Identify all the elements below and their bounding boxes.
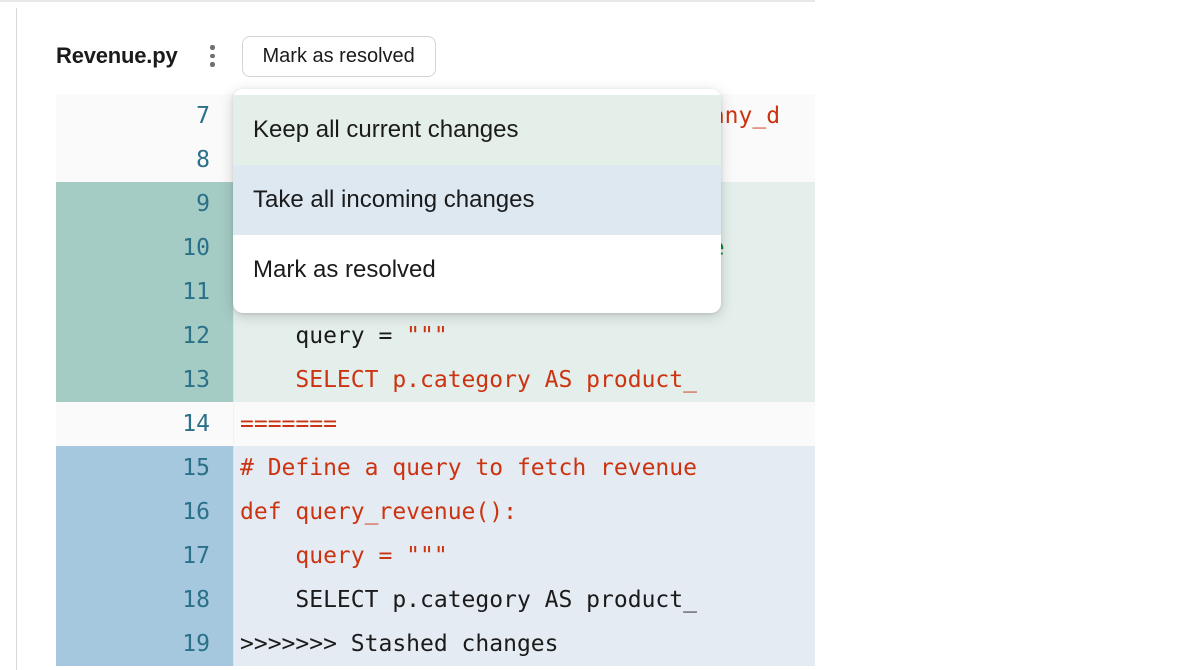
- line-number: 19: [56, 622, 233, 666]
- code-token: """: [406, 323, 448, 349]
- code-line-text[interactable]: query = """: [233, 314, 815, 358]
- menu-item-keep[interactable]: Keep all current changes: [233, 95, 721, 165]
- code-line-row[interactable]: 19 >>>>>>> Stashed changes: [56, 622, 815, 666]
- code-token: any_d: [710, 103, 781, 129]
- code-token: query = """: [240, 543, 448, 569]
- line-number: 12: [56, 314, 233, 358]
- code-line-row[interactable]: 13 SELECT p.category AS product_: [56, 358, 815, 402]
- code-token: SELECT p.category AS product_: [240, 367, 697, 393]
- menu-item-resolve[interactable]: Mark as resolved: [233, 235, 721, 305]
- code-token: query =: [240, 323, 407, 349]
- line-number: 15: [56, 446, 233, 490]
- line-number: 17: [56, 534, 233, 578]
- line-number: 16: [56, 490, 233, 534]
- line-number: 10: [56, 226, 233, 270]
- line-number: 14: [56, 402, 233, 446]
- code-token: SELECT p.category AS product_: [240, 587, 697, 613]
- code-line-row[interactable]: 17 query = """: [56, 534, 815, 578]
- code-line-text[interactable]: SELECT p.category AS product_: [233, 578, 815, 622]
- empty-right-area: [815, 0, 1200, 670]
- code-line-row[interactable]: 16 def query_revenue():: [56, 490, 815, 534]
- code-token: # Define a query to fetch revenue: [240, 455, 697, 481]
- code-token: >>>>>>> Stashed changes: [240, 631, 559, 657]
- line-number: 8: [56, 138, 233, 182]
- code-line-text[interactable]: def query_revenue():: [233, 490, 815, 534]
- code-token: =======: [240, 411, 337, 437]
- code-token: def query_revenue():: [240, 499, 517, 525]
- kebab-dot-3: [210, 62, 215, 67]
- line-number: 9: [56, 182, 233, 226]
- line-number: 11: [56, 270, 233, 314]
- kebab-dot-2: [210, 53, 215, 59]
- code-line-text[interactable]: >>>>>>> Stashed changes: [233, 622, 815, 666]
- file-name-label: Revenue.py: [56, 43, 178, 68]
- line-number: 18: [56, 578, 233, 622]
- file-header: Revenue.py Mark as resolved: [56, 34, 436, 78]
- kebab-dot-1: [210, 45, 215, 50]
- menu-item-take[interactable]: Take all incoming changes: [233, 165, 721, 235]
- panel-left-divider: [16, 8, 17, 670]
- line-number: 13: [56, 358, 233, 402]
- kebab-vertical-icon[interactable]: [196, 39, 230, 73]
- mark-as-resolved-button[interactable]: Mark as resolved: [241, 35, 436, 77]
- code-line-text[interactable]: query = """: [233, 534, 815, 578]
- code-line-text[interactable]: # Define a query to fetch revenue: [233, 446, 815, 490]
- code-line-text[interactable]: SELECT p.category AS product_: [233, 358, 815, 402]
- code-line-row[interactable]: 12 query = """: [56, 314, 815, 358]
- code-line-row[interactable]: 18 SELECT p.category AS product_: [56, 578, 815, 622]
- code-line-row[interactable]: 15 # Define a query to fetch revenue: [56, 446, 815, 490]
- code-line-text[interactable]: =======: [233, 402, 815, 446]
- code-line-row[interactable]: 14 =======: [56, 402, 815, 446]
- line-number: 7: [56, 94, 233, 138]
